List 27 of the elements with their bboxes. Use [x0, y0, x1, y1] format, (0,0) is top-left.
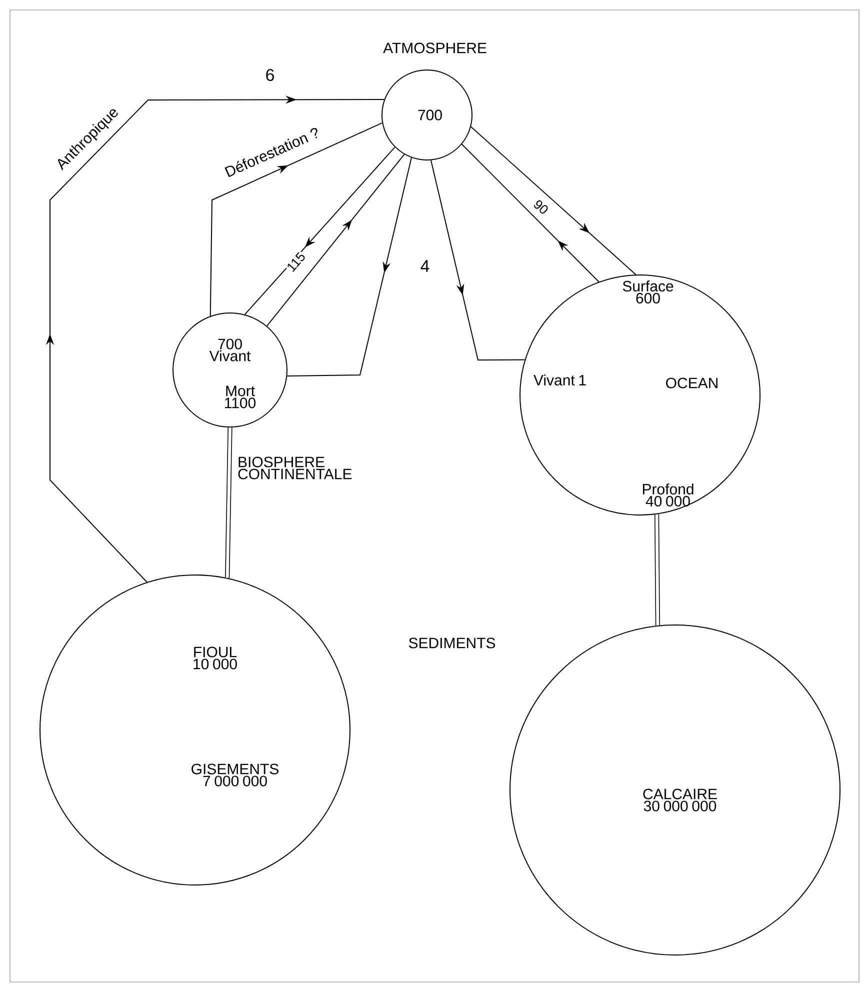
reservoir-label: CALCAIRE 30 000 000: [643, 788, 717, 812]
arrow: [470, 126, 636, 276]
arrow: [46, 96, 385, 583]
reservoir-label: GISEMENTS 7 000 000: [192, 764, 278, 786]
reservoir-label: Surface 600: [622, 280, 674, 304]
reservoir-label: 700: [418, 110, 442, 120]
flux-label: SEDIMENTS: [408, 638, 496, 648]
reservoir-label: Vivant 1: [534, 374, 586, 386]
reservoir-label: ATMOSPHERE: [383, 42, 486, 54]
reservoir-label: Mort 1100: [225, 386, 256, 408]
connector-line: [225, 427, 232, 578]
flux-label: 6: [266, 68, 274, 82]
arrow: [286, 157, 412, 376]
edge-label: 90: [532, 198, 550, 216]
arrow: [244, 146, 396, 315]
arrow: [210, 122, 383, 316]
flux-label: 4: [420, 260, 430, 272]
reservoir-label: Profond 40 000: [642, 484, 694, 506]
connector-line: [654, 514, 660, 626]
arrow: [266, 154, 405, 326]
reservoir-label: 700 Vivant: [209, 338, 251, 362]
reservoir-label: BIOSPHERE CONTINENTALE: [238, 456, 352, 480]
reservoir-label: OCEAN: [666, 378, 718, 388]
edge-label: 115: [285, 250, 307, 274]
arrow: [461, 144, 600, 282]
arrow: [430, 160, 526, 360]
reservoir-label: FIOUL 10 000: [194, 646, 237, 670]
